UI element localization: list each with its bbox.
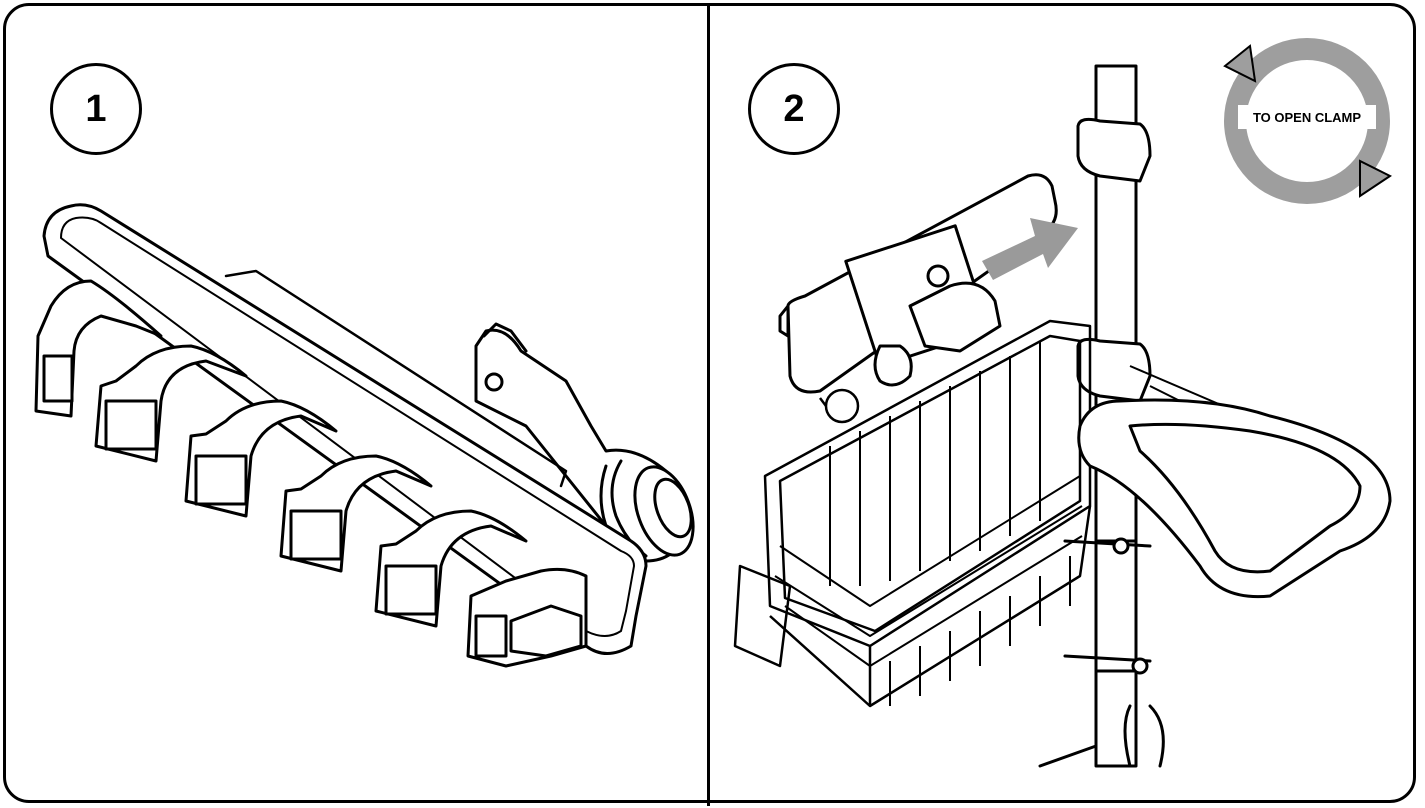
- accessory-holder-illustration: [34, 203, 695, 668]
- hook-4: [279, 454, 433, 573]
- panel-step-2: 2: [710, 6, 1413, 800]
- step-number-badge: 2: [748, 63, 840, 155]
- hook-6: [466, 567, 588, 668]
- clamp-lever: [482, 322, 528, 353]
- hook-5: [374, 509, 528, 628]
- mounting-illustration: TO OPEN CLAMP: [733, 38, 1392, 768]
- hook-3: [184, 399, 338, 518]
- open-clamp-label: TO OPEN CLAMP: [1253, 110, 1361, 125]
- rotate-open-clamp-icon: TO OPEN CLAMP: [1223, 38, 1392, 204]
- rotate-hint-icon: [819, 388, 860, 424]
- accessory-holder: [778, 173, 1058, 394]
- wire-basket: [733, 319, 1271, 708]
- back-plate: [42, 203, 648, 655]
- panel-step-1: 1: [6, 6, 706, 800]
- push-arrow-icon: [982, 218, 1078, 280]
- clamp-screw-icon: [484, 372, 504, 392]
- hook-1: [34, 279, 163, 418]
- step-number-badge: 1: [50, 63, 142, 155]
- panel-divider: [707, 3, 710, 806]
- handle-loop: [1077, 398, 1392, 599]
- hook-2: [94, 344, 248, 463]
